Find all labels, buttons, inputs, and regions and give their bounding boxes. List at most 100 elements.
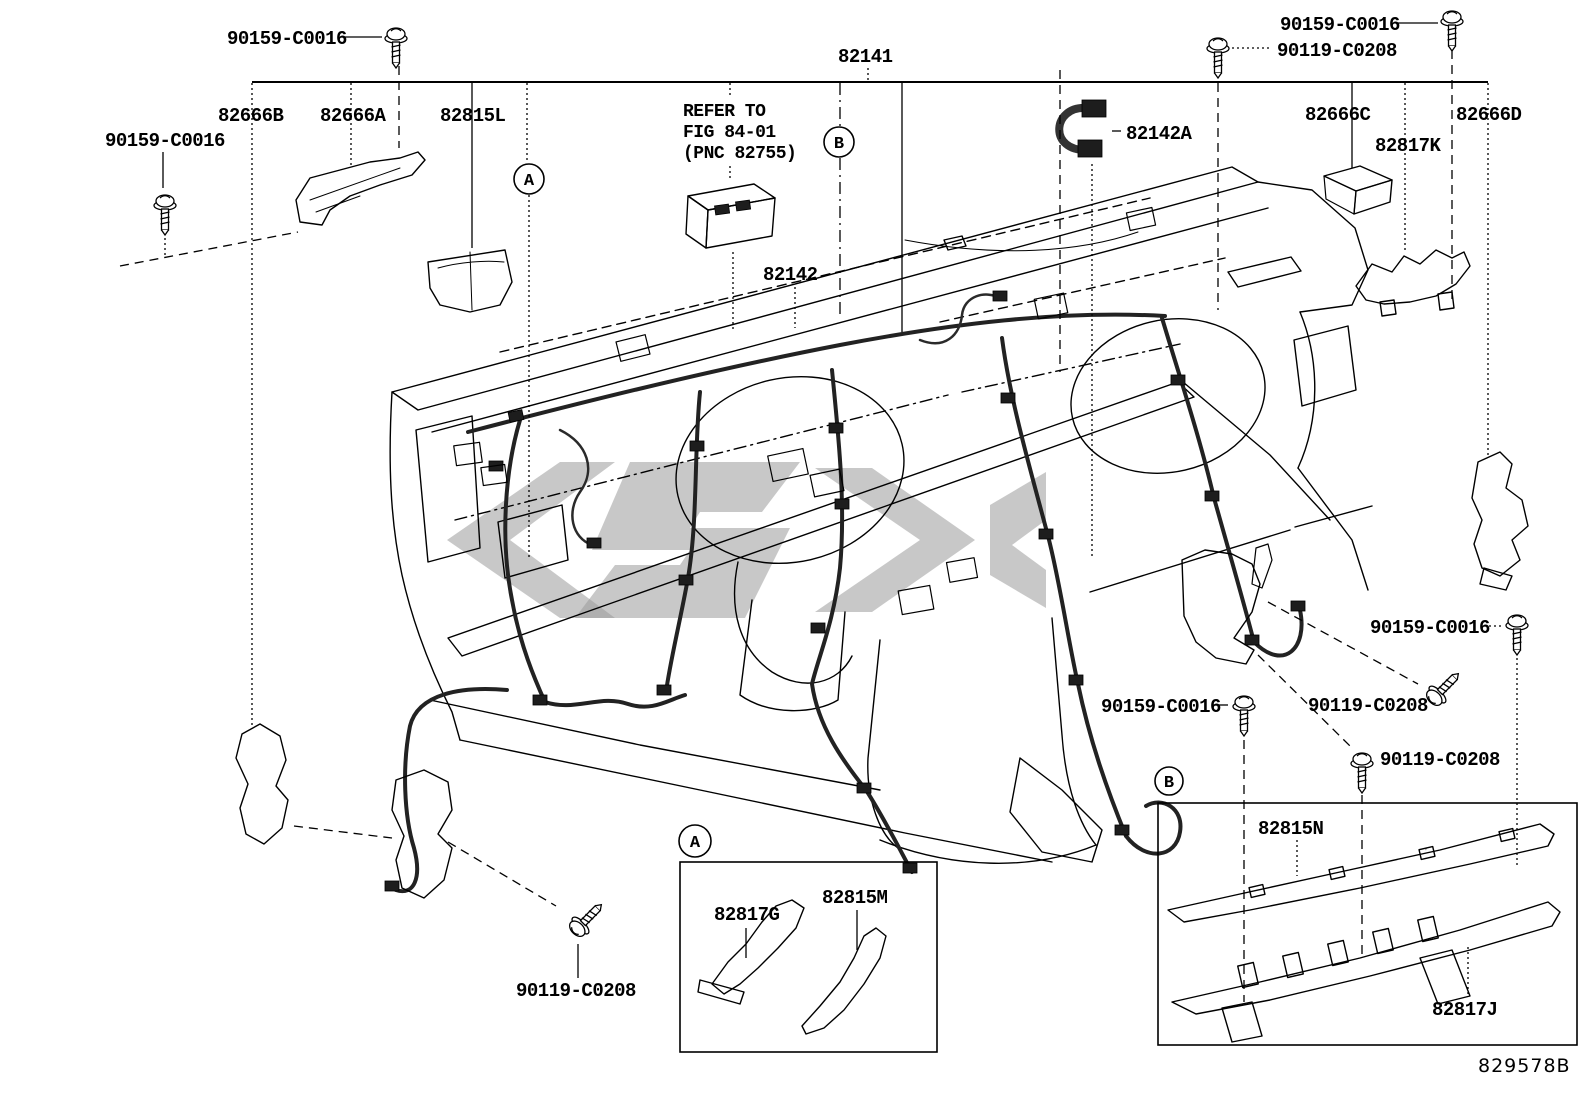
detached-parts (235, 99, 1529, 899)
harness-trunk (466, 312, 1167, 434)
callout-a-top (513, 163, 545, 195)
connector (1204, 490, 1220, 502)
bracket-body (1471, 451, 1529, 577)
floor-piece (1009, 757, 1103, 863)
part-label-90119-C0208-bottom-left[interactable]: 90119-C0208 (516, 980, 637, 1002)
part-label-90159-C0016-top-right[interactable]: 90159-C0016 (1280, 14, 1401, 36)
part-label-82815N[interactable]: 82815N (1258, 818, 1324, 840)
rail-tooth (1372, 927, 1394, 955)
leader (293, 825, 393, 839)
block-cavity (735, 199, 752, 212)
bracket-82666C (1323, 165, 1393, 215)
junction-block (1125, 206, 1157, 232)
connector (810, 622, 826, 634)
screw-icon (1505, 614, 1529, 656)
junction-block (945, 557, 979, 583)
clamp-curve (1055, 104, 1089, 155)
junction-block (453, 441, 483, 467)
dash-line (904, 231, 1139, 252)
floor-bracket-left (391, 769, 453, 899)
part-label-82815L[interactable]: 82815L (440, 105, 506, 127)
connector-block-82755 (685, 183, 776, 249)
clamp-end (1077, 139, 1103, 158)
screw-icon (1350, 752, 1374, 794)
block-cavity (714, 203, 731, 216)
column-shroud (733, 561, 853, 684)
junction-block (767, 447, 809, 483)
connector (689, 440, 705, 452)
rail-leg (1419, 949, 1471, 1005)
windshield-line (499, 197, 1151, 353)
refer-note-line1: REFER TO (683, 102, 766, 122)
dash-contour (454, 343, 1181, 521)
console-side (867, 639, 899, 849)
leader (729, 83, 734, 330)
cluster-opening (675, 375, 905, 565)
inset-a (679, 861, 938, 1053)
left-end-cap (415, 415, 481, 563)
rail-tooth (1237, 961, 1259, 989)
part-label-82817K[interactable]: 82817K (1375, 135, 1442, 157)
dash-contour (939, 257, 1226, 323)
connector (902, 862, 918, 874)
connector (834, 498, 850, 510)
part-label-82817J[interactable]: 82817J (1432, 999, 1498, 1021)
connector-group (384, 290, 1306, 892)
part-label-90159-C0016-bottom[interactable]: 90159-C0016 (1101, 696, 1222, 718)
protector-82817J-part (1171, 901, 1561, 1015)
harness-branch (503, 418, 547, 704)
block-front (685, 195, 709, 249)
harness-squiggle (558, 428, 594, 547)
part-label-82666B[interactable]: 82666B (218, 105, 284, 127)
screw-icon (564, 896, 610, 942)
connector (1290, 600, 1306, 612)
mid-rail (447, 381, 1195, 657)
connector (507, 409, 525, 423)
protector-82817K (1355, 249, 1471, 317)
leader (1267, 601, 1419, 685)
screw-icon (1440, 10, 1464, 52)
part-label-90119-C0208-top-right[interactable]: 90119-C0208 (1277, 40, 1398, 62)
part-label-82142[interactable]: 82142 (763, 264, 818, 286)
leader-lines (119, 22, 1518, 1002)
part-label-90159-C0016-left[interactable]: 90159-C0016 (105, 130, 226, 152)
harness-branch (543, 693, 687, 709)
bracket-foot (1479, 567, 1513, 591)
part-label-82666C[interactable]: 82666C (1305, 104, 1371, 126)
part-label-82666D[interactable]: 82666D (1456, 104, 1522, 126)
left-opening (497, 504, 569, 579)
callout-b-top (823, 126, 855, 158)
callout-b-inset (1154, 766, 1184, 796)
part-label-82815M[interactable]: 82815M (822, 887, 888, 909)
passenger-opening (1070, 318, 1266, 474)
rail-leg (1221, 1001, 1263, 1043)
connector (656, 684, 672, 696)
part-label-82817G[interactable]: 82817G (714, 904, 780, 926)
junction-block (615, 334, 651, 362)
rail-tab (1498, 827, 1516, 843)
part-label-90119-C0208-bottom-right[interactable]: 90119-C0208 (1380, 749, 1501, 771)
dash-left-edge (389, 391, 461, 741)
bracket-82666B-part (235, 723, 289, 845)
callouts: A B A B (513, 126, 1184, 858)
clamp-82142A (1055, 99, 1107, 158)
connector (384, 880, 400, 892)
console-front (879, 839, 1097, 864)
part-label-82142A[interactable]: 82142A (1126, 123, 1193, 145)
bracket-82666A (295, 151, 426, 226)
rail-tooth (1327, 939, 1349, 967)
part-label-90159-C0016-top-left[interactable]: 90159-C0016 (227, 28, 348, 50)
rail-tooth (1417, 915, 1439, 943)
junction-block (480, 463, 508, 487)
instrument-panel-drawing (384, 166, 1373, 894)
part-label-90119-C0208-right[interactable]: 90119-C0208 (1308, 695, 1429, 717)
leader (526, 83, 530, 558)
part-label-82666A[interactable]: 82666A (320, 105, 387, 127)
protector-82817G-foot (697, 979, 745, 1005)
harness-squiggle (918, 293, 1002, 345)
part-label-90159-C0016-right[interactable]: 90159-C0016 (1370, 617, 1491, 639)
connector (1114, 824, 1130, 836)
cover-detail (437, 251, 505, 311)
rail-tab (1328, 865, 1346, 881)
part-label-82141[interactable]: 82141 (838, 46, 893, 68)
